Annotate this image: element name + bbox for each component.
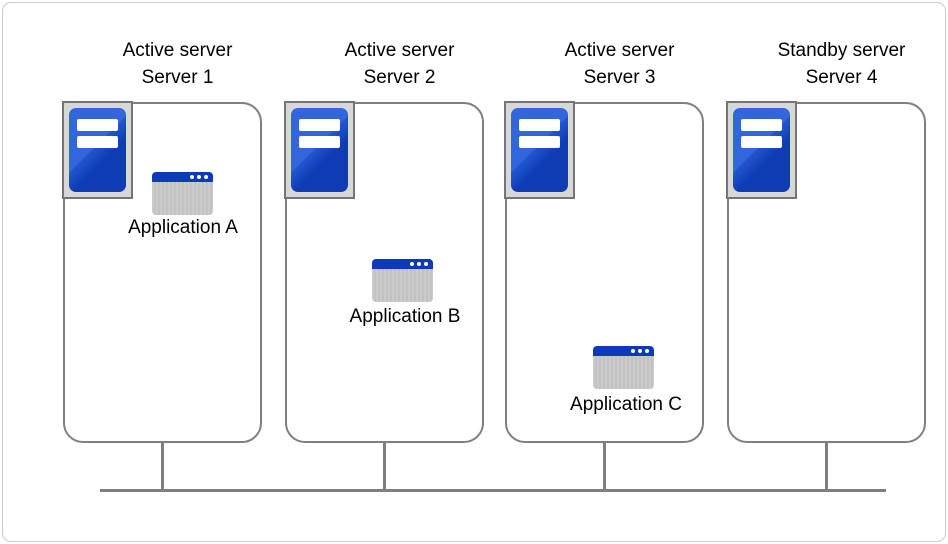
server-tower-icon (726, 101, 797, 199)
server-role-label: Active server (122, 40, 233, 61)
server-tower-icon (62, 101, 133, 199)
application-label: Application A (128, 217, 238, 238)
application-window-icon (152, 172, 213, 215)
server-tower-icon (284, 101, 355, 199)
server-group-4: Standby server Server 4 (726, 0, 926, 544)
server-role-label: Active server (564, 40, 675, 61)
server-group-3: Active server Server 3 Application C (504, 0, 704, 544)
network-connector-line (383, 443, 386, 490)
network-bus-line (100, 489, 886, 492)
server-box-1 (63, 102, 262, 443)
server-name-label: Server 4 (805, 67, 878, 88)
server-title-4: Standby server Server 4 (742, 37, 941, 91)
server-name-label: Server 3 (583, 67, 656, 88)
network-connector-line (161, 443, 164, 490)
application-label: Application C (570, 394, 682, 415)
network-connector-line (825, 443, 828, 490)
server-group-2: Active server Server 2 Application B (284, 0, 484, 544)
application-window-icon (372, 259, 433, 302)
server-title-1: Active server Server 1 (78, 37, 277, 91)
network-connector-line (603, 443, 606, 490)
application-label: Application B (349, 306, 461, 327)
server-title-2: Active server Server 2 (300, 37, 499, 91)
server-name-label: Server 1 (141, 67, 214, 88)
server-tower-icon (504, 101, 575, 199)
application-window-icon (593, 346, 654, 389)
server-title-3: Active server Server 3 (520, 37, 719, 91)
server-name-label: Server 2 (363, 67, 436, 88)
server-role-label: Standby server (777, 40, 906, 61)
server-role-label: Active server (344, 40, 455, 61)
server-group-1: Active server Server 1 Application A (62, 0, 262, 544)
